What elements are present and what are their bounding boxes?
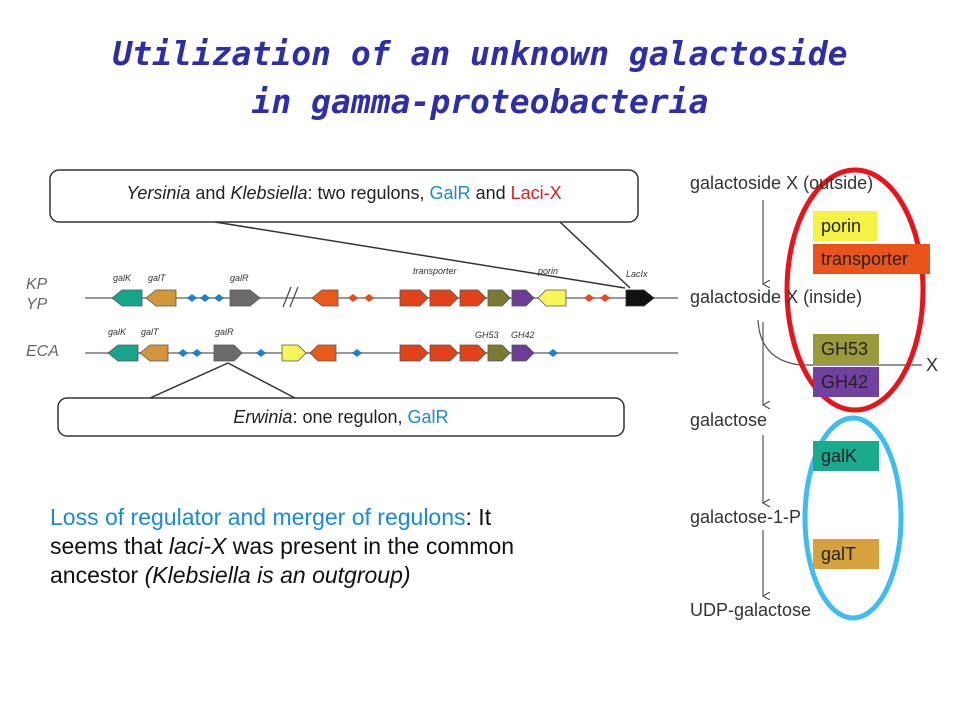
callout-bottom-shape <box>57 362 625 437</box>
gene-label-gh53: GH53 <box>475 330 499 340</box>
gene-gh42 <box>511 289 535 307</box>
box-transporter: transporter <box>813 244 930 274</box>
gene-label-galr: galR <box>230 273 249 283</box>
blue-ellipse <box>802 415 904 621</box>
pathway-udp-galactose: UDP-galactose <box>690 600 812 620</box>
gene-transporter-1 <box>399 344 429 362</box>
gene-label-transporter: transporter <box>413 266 457 276</box>
callout-top-text: Yersinia and Klebsiella: two regulons, G… <box>50 183 638 204</box>
pathway-galactose: galactose <box>690 410 768 430</box>
box-porin: porin <box>813 211 877 241</box>
binding-site <box>256 349 266 357</box>
callout-bottom-text: Erwinia: one regulon, GalR <box>58 407 624 428</box>
conclusion-outgroup-note: (Klebsiella is an outgroup) <box>144 562 411 588</box>
gene-label-lacix: LacIx <box>626 269 648 279</box>
title-line-2: in gamma-proteobacteria <box>251 82 709 121</box>
break-mark <box>289 286 299 308</box>
pathway-galactose-1p: galactose-1-P <box>690 507 802 527</box>
conclusion-part-1: : It seems that <box>50 504 492 559</box>
genus-erwinia: Erwinia <box>233 407 293 427</box>
callout-rest: : one regulon, <box>292 407 408 427</box>
gene-label-gh42: GH42 <box>511 330 535 340</box>
gene-galt <box>139 344 169 362</box>
pathway-galactoside-inside: galactoside X (inside) <box>690 287 863 307</box>
break-mark <box>282 286 292 308</box>
genome-row-kp-yp <box>85 286 678 308</box>
conclusion-highlight: Loss of regulator and merger of regulons <box>50 504 466 530</box>
gene-gh53 <box>487 344 511 362</box>
binding-site <box>584 294 594 302</box>
organism-eca: ECA <box>26 343 59 360</box>
binding-site <box>548 349 558 357</box>
gene-label-porin: porin <box>538 266 559 276</box>
box-galk: galK <box>813 441 879 471</box>
gene-orange <box>309 344 337 362</box>
box-gh42: GH42 <box>813 367 879 397</box>
genus-klebsiella: Klebsiella <box>230 183 308 203</box>
callout-rest: : two regulons, <box>307 183 430 203</box>
binding-site <box>214 294 224 302</box>
and-text: and <box>190 183 231 203</box>
gene-gh42 <box>511 344 535 362</box>
gene-gh53 <box>487 289 511 307</box>
binding-site <box>348 294 358 302</box>
gene-transporter-3 <box>459 289 487 307</box>
gene-galt <box>145 289 177 307</box>
gene-yellow <box>281 344 307 362</box>
gene-transporter-1 <box>399 289 429 307</box>
regulon-galr: GalR <box>407 407 449 427</box>
gene-transporter-2 <box>429 344 459 362</box>
box-gh53: GH53 <box>813 334 879 364</box>
callout-top-shape <box>49 169 639 289</box>
gene-label-galt: galT <box>141 327 159 337</box>
binding-site <box>192 349 202 357</box>
gene-transporter-3 <box>459 344 487 362</box>
gene-galk <box>111 289 143 307</box>
conclusion-lacix: laci-X <box>168 533 227 559</box>
red-ellipse <box>784 167 926 413</box>
slide-title: Utilization of an unknown galactoside in… <box>0 30 960 126</box>
binding-site <box>600 294 610 302</box>
binding-site <box>200 294 210 302</box>
binding-site <box>187 294 197 302</box>
binding-site <box>352 349 362 357</box>
pathway-galactoside-outside: galactoside X (outside) <box>690 173 874 193</box>
binding-site <box>364 294 374 302</box>
genus-yersinia: Yersinia <box>126 183 191 203</box>
gene-lacix <box>625 289 655 307</box>
and-text: and <box>470 183 511 203</box>
organism-kp: KP <box>26 276 48 293</box>
gene-orange <box>311 289 339 307</box>
gene-label-galk: galK <box>113 273 132 283</box>
pathway-x-label: X <box>926 355 939 375</box>
gene-galr <box>213 344 243 362</box>
conclusion-text: Loss of regulator and merger of regulons… <box>50 503 550 590</box>
gene-galk <box>107 344 139 362</box>
gene-transporter-2 <box>429 289 459 307</box>
organism-yp: YP <box>26 296 48 313</box>
regulon-lacix: Laci-X <box>510 183 562 203</box>
box-galt: galT <box>813 539 879 569</box>
genome-row-eca <box>85 344 678 362</box>
gene-galr <box>229 289 261 307</box>
regulon-galr: GalR <box>429 183 471 203</box>
title-line-1: Utilization of an unknown galactoside <box>112 34 848 73</box>
gene-porin <box>537 289 567 307</box>
gene-label-galr: galR <box>215 327 234 337</box>
gene-label-galk: galK <box>108 327 127 337</box>
conclusion-part-2: was present in the common ancestor <box>50 533 515 588</box>
gene-label-galt: galT <box>148 273 166 283</box>
binding-site <box>178 349 188 357</box>
